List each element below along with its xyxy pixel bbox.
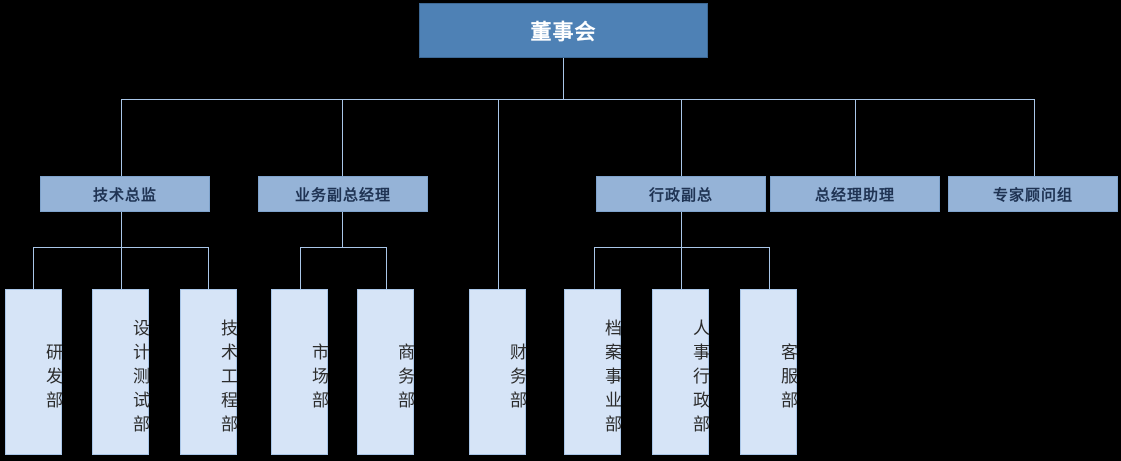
connector-main-bus	[121, 99, 1035, 100]
connector-drop-gm-assistant	[855, 99, 856, 176]
connector-root-stem	[563, 58, 564, 99]
connector-drop-tech-dir	[121, 99, 122, 176]
org-node-admin-vp[interactable]: 行政副总	[596, 176, 766, 212]
org-node-customer[interactable]: 客服部	[740, 289, 797, 455]
org-node-rnd[interactable]: 研发部	[5, 289, 62, 455]
connector-drop-rnd	[33, 247, 34, 289]
connector-drop-archive	[594, 247, 595, 289]
connector-drop-admin-vp	[681, 99, 682, 176]
org-node-tech-eng[interactable]: 技术工程部	[180, 289, 237, 455]
connector-drop-market	[300, 247, 301, 289]
connector-admin-vp-stem	[681, 212, 682, 247]
connector-drop-tech-eng	[208, 247, 209, 289]
org-node-gm-assistant[interactable]: 总经理助理	[770, 176, 940, 212]
org-node-finance[interactable]: 财务部	[469, 289, 526, 455]
org-node-biz-vp[interactable]: 业务副总经理	[258, 176, 428, 212]
org-node-market[interactable]: 市场部	[271, 289, 328, 455]
connector-drop-biz-vp	[342, 99, 343, 176]
connector-tech-dir-stem	[121, 212, 122, 247]
connector-biz-vp-stem	[342, 212, 343, 247]
connector-drop-hr-admin	[681, 247, 682, 289]
connector-drop-expert-group	[1034, 99, 1035, 176]
connector-drop-customer	[769, 247, 770, 289]
org-node-hr-admin[interactable]: 人事行政部	[652, 289, 709, 455]
org-node-tech-dir[interactable]: 技术总监	[40, 176, 210, 212]
connector-drop-business	[386, 247, 387, 289]
org-node-expert-group[interactable]: 专家顾问组	[948, 176, 1118, 212]
org-node-board[interactable]: 董事会	[419, 3, 708, 58]
org-node-archive[interactable]: 档案事业部	[564, 289, 621, 455]
connector-drop-design-test	[121, 247, 122, 289]
connector-admin-vp-bus	[594, 247, 770, 248]
connector-biz-vp-bus	[300, 247, 387, 248]
org-node-business[interactable]: 商务部	[357, 289, 414, 455]
org-node-design-test[interactable]: 设计测试部	[92, 289, 149, 455]
connector-drop-finance	[498, 99, 499, 289]
